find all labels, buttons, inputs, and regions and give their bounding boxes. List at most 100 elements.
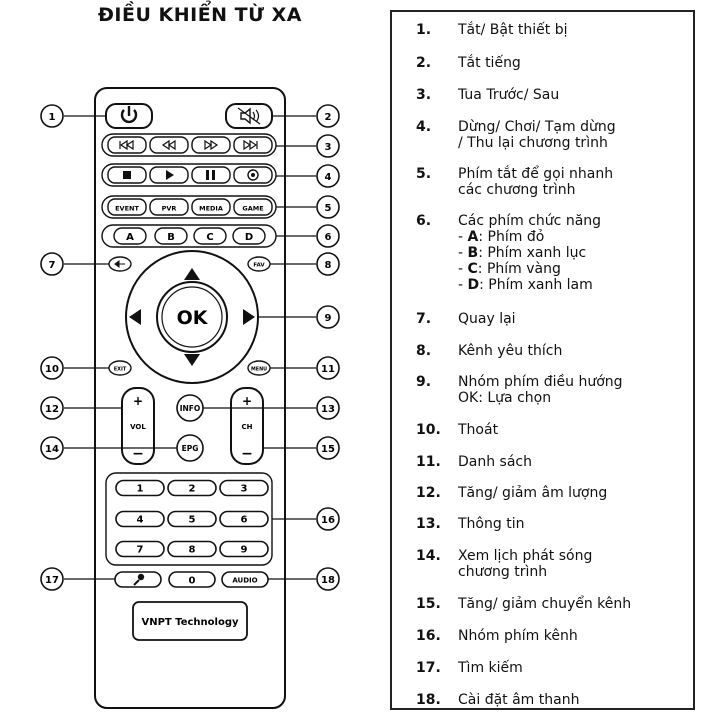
exit-button[interactable]: EXIT bbox=[108, 360, 132, 376]
legend-subitem-desc: : Phím xanh lục bbox=[478, 245, 587, 261]
fast-forward-button[interactable] bbox=[191, 136, 231, 154]
right-arrow-button[interactable] bbox=[243, 309, 255, 325]
legend-line: Các phím chức năng bbox=[458, 213, 602, 229]
callout-12: 12 bbox=[40, 396, 122, 420]
callout-number: 10 bbox=[45, 364, 59, 375]
digit-4-button[interactable]: 4 bbox=[115, 510, 165, 528]
d-label: D bbox=[245, 232, 253, 243]
info-label: INFO bbox=[180, 404, 201, 413]
brand-label: VNPT Technology bbox=[141, 617, 239, 628]
audio-button[interactable]: AUDIO bbox=[221, 571, 269, 588]
callout-14: 14 bbox=[40, 436, 177, 460]
digit-2-button[interactable]: 2 bbox=[167, 479, 217, 497]
b-label: B bbox=[167, 232, 175, 243]
callout-6: 6 bbox=[276, 224, 340, 248]
volume-rocker[interactable]: + VOL − bbox=[121, 387, 155, 465]
power-button[interactable] bbox=[105, 103, 153, 129]
stop-button[interactable] bbox=[107, 166, 147, 184]
digit-9-button[interactable]: 9 bbox=[219, 540, 269, 558]
epg-button[interactable]: EPG bbox=[176, 434, 204, 462]
info-button[interactable]: INFO bbox=[176, 394, 204, 422]
digit-4-label: 4 bbox=[137, 515, 144, 526]
callout-number: 13 bbox=[321, 404, 335, 415]
legend-description: Nhóm phím kênh bbox=[458, 628, 693, 644]
digit-6-button[interactable]: 6 bbox=[219, 510, 269, 528]
a-button[interactable]: A bbox=[113, 227, 147, 245]
legend-subitem-key: B bbox=[467, 245, 479, 261]
exit-label: EXIT bbox=[114, 367, 127, 373]
legend-subitem-key: D bbox=[467, 277, 480, 293]
legend-line: OK: Lựa chọn bbox=[458, 390, 552, 406]
legend-number: 8. bbox=[416, 343, 432, 359]
record-button[interactable] bbox=[233, 166, 273, 184]
menu-button[interactable]: MENU bbox=[247, 360, 271, 376]
c-button[interactable]: C bbox=[193, 227, 227, 245]
digit-7-button[interactable]: 7 bbox=[115, 540, 165, 558]
legend-line: Quay lại bbox=[458, 311, 516, 327]
callout-5: 5 bbox=[276, 195, 340, 219]
rewind-icon bbox=[161, 139, 176, 151]
legend-line: Dừng/ Chơi/ Tạm dừng bbox=[458, 119, 616, 135]
rewind-button[interactable] bbox=[149, 136, 189, 154]
callout-2: 2 bbox=[272, 104, 340, 128]
pause-button[interactable] bbox=[191, 166, 231, 184]
legend-line: Tăng/ giảm âm lượng bbox=[458, 485, 608, 501]
legend-number: 1. bbox=[416, 22, 432, 38]
up-arrow-button[interactable] bbox=[184, 268, 200, 280]
legend-number: 11. bbox=[416, 454, 441, 470]
callout-number: 14 bbox=[45, 444, 59, 455]
d-button[interactable]: D bbox=[232, 227, 266, 245]
down-arrow-button[interactable] bbox=[184, 354, 200, 366]
fav-button[interactable]: FAV bbox=[247, 256, 271, 272]
event-button[interactable]: EVENT bbox=[107, 198, 147, 216]
callout-8: 8 bbox=[270, 252, 340, 276]
game-button[interactable]: GAME bbox=[233, 198, 273, 216]
skip-back-button[interactable] bbox=[107, 136, 147, 154]
callout-number: 4 bbox=[325, 172, 332, 183]
pvr-button[interactable]: PVR bbox=[149, 198, 189, 216]
digit-7-label: 7 bbox=[137, 545, 144, 556]
channel-rocker[interactable]: + CH − bbox=[230, 387, 264, 465]
ok-label: OK bbox=[177, 307, 209, 329]
brand-plate bbox=[132, 601, 248, 641]
game-label: GAME bbox=[242, 205, 263, 213]
mute-button[interactable] bbox=[225, 103, 273, 129]
b-button[interactable]: B bbox=[154, 227, 188, 245]
legend-description: Tắt tiếng bbox=[458, 55, 693, 71]
legend-line: Tăng/ giảm chuyển kênh bbox=[458, 596, 632, 612]
play-button[interactable] bbox=[149, 166, 189, 184]
zero-label: 0 bbox=[189, 576, 196, 587]
search-button[interactable] bbox=[114, 571, 162, 588]
digit-1-button[interactable]: 1 bbox=[115, 479, 165, 497]
channel-minus-label: − bbox=[241, 446, 253, 462]
epg-label: EPG bbox=[182, 444, 199, 453]
back-button[interactable] bbox=[108, 256, 132, 272]
ok-button[interactable]: OK bbox=[156, 281, 228, 353]
digit-3-button[interactable]: 3 bbox=[219, 479, 269, 497]
legend-description: Danh sách bbox=[458, 454, 693, 470]
skip-forward-button[interactable] bbox=[233, 136, 273, 154]
digit-5-button[interactable]: 5 bbox=[167, 510, 217, 528]
callout-number: 5 bbox=[325, 203, 332, 214]
left-arrow-button[interactable] bbox=[129, 309, 141, 325]
zero-button[interactable]: 0 bbox=[168, 571, 216, 588]
stop-icon bbox=[123, 171, 131, 179]
digit-8-button[interactable]: 8 bbox=[167, 540, 217, 558]
volume-minus-label: − bbox=[132, 446, 144, 462]
legend-subitem: - A: Phím đỏ bbox=[458, 229, 545, 245]
callout-15: 15 bbox=[263, 436, 340, 460]
legend-number: 5. bbox=[416, 166, 432, 182]
media-button[interactable]: MEDIA bbox=[191, 198, 231, 216]
legend-line: Thông tin bbox=[458, 516, 525, 532]
callout-10: 10 bbox=[40, 356, 109, 380]
legend-subitem-desc: : Phím đỏ bbox=[478, 229, 545, 245]
digit-6-label: 6 bbox=[241, 515, 248, 526]
digit-1-label: 1 bbox=[137, 484, 144, 495]
callout-number: 15 bbox=[321, 444, 335, 455]
digit-3-label: 3 bbox=[241, 484, 248, 495]
skip-forward-icon bbox=[243, 139, 258, 151]
legend-number: 12. bbox=[416, 485, 441, 501]
callout-4: 4 bbox=[276, 164, 340, 188]
callout-number: 3 bbox=[325, 142, 332, 153]
